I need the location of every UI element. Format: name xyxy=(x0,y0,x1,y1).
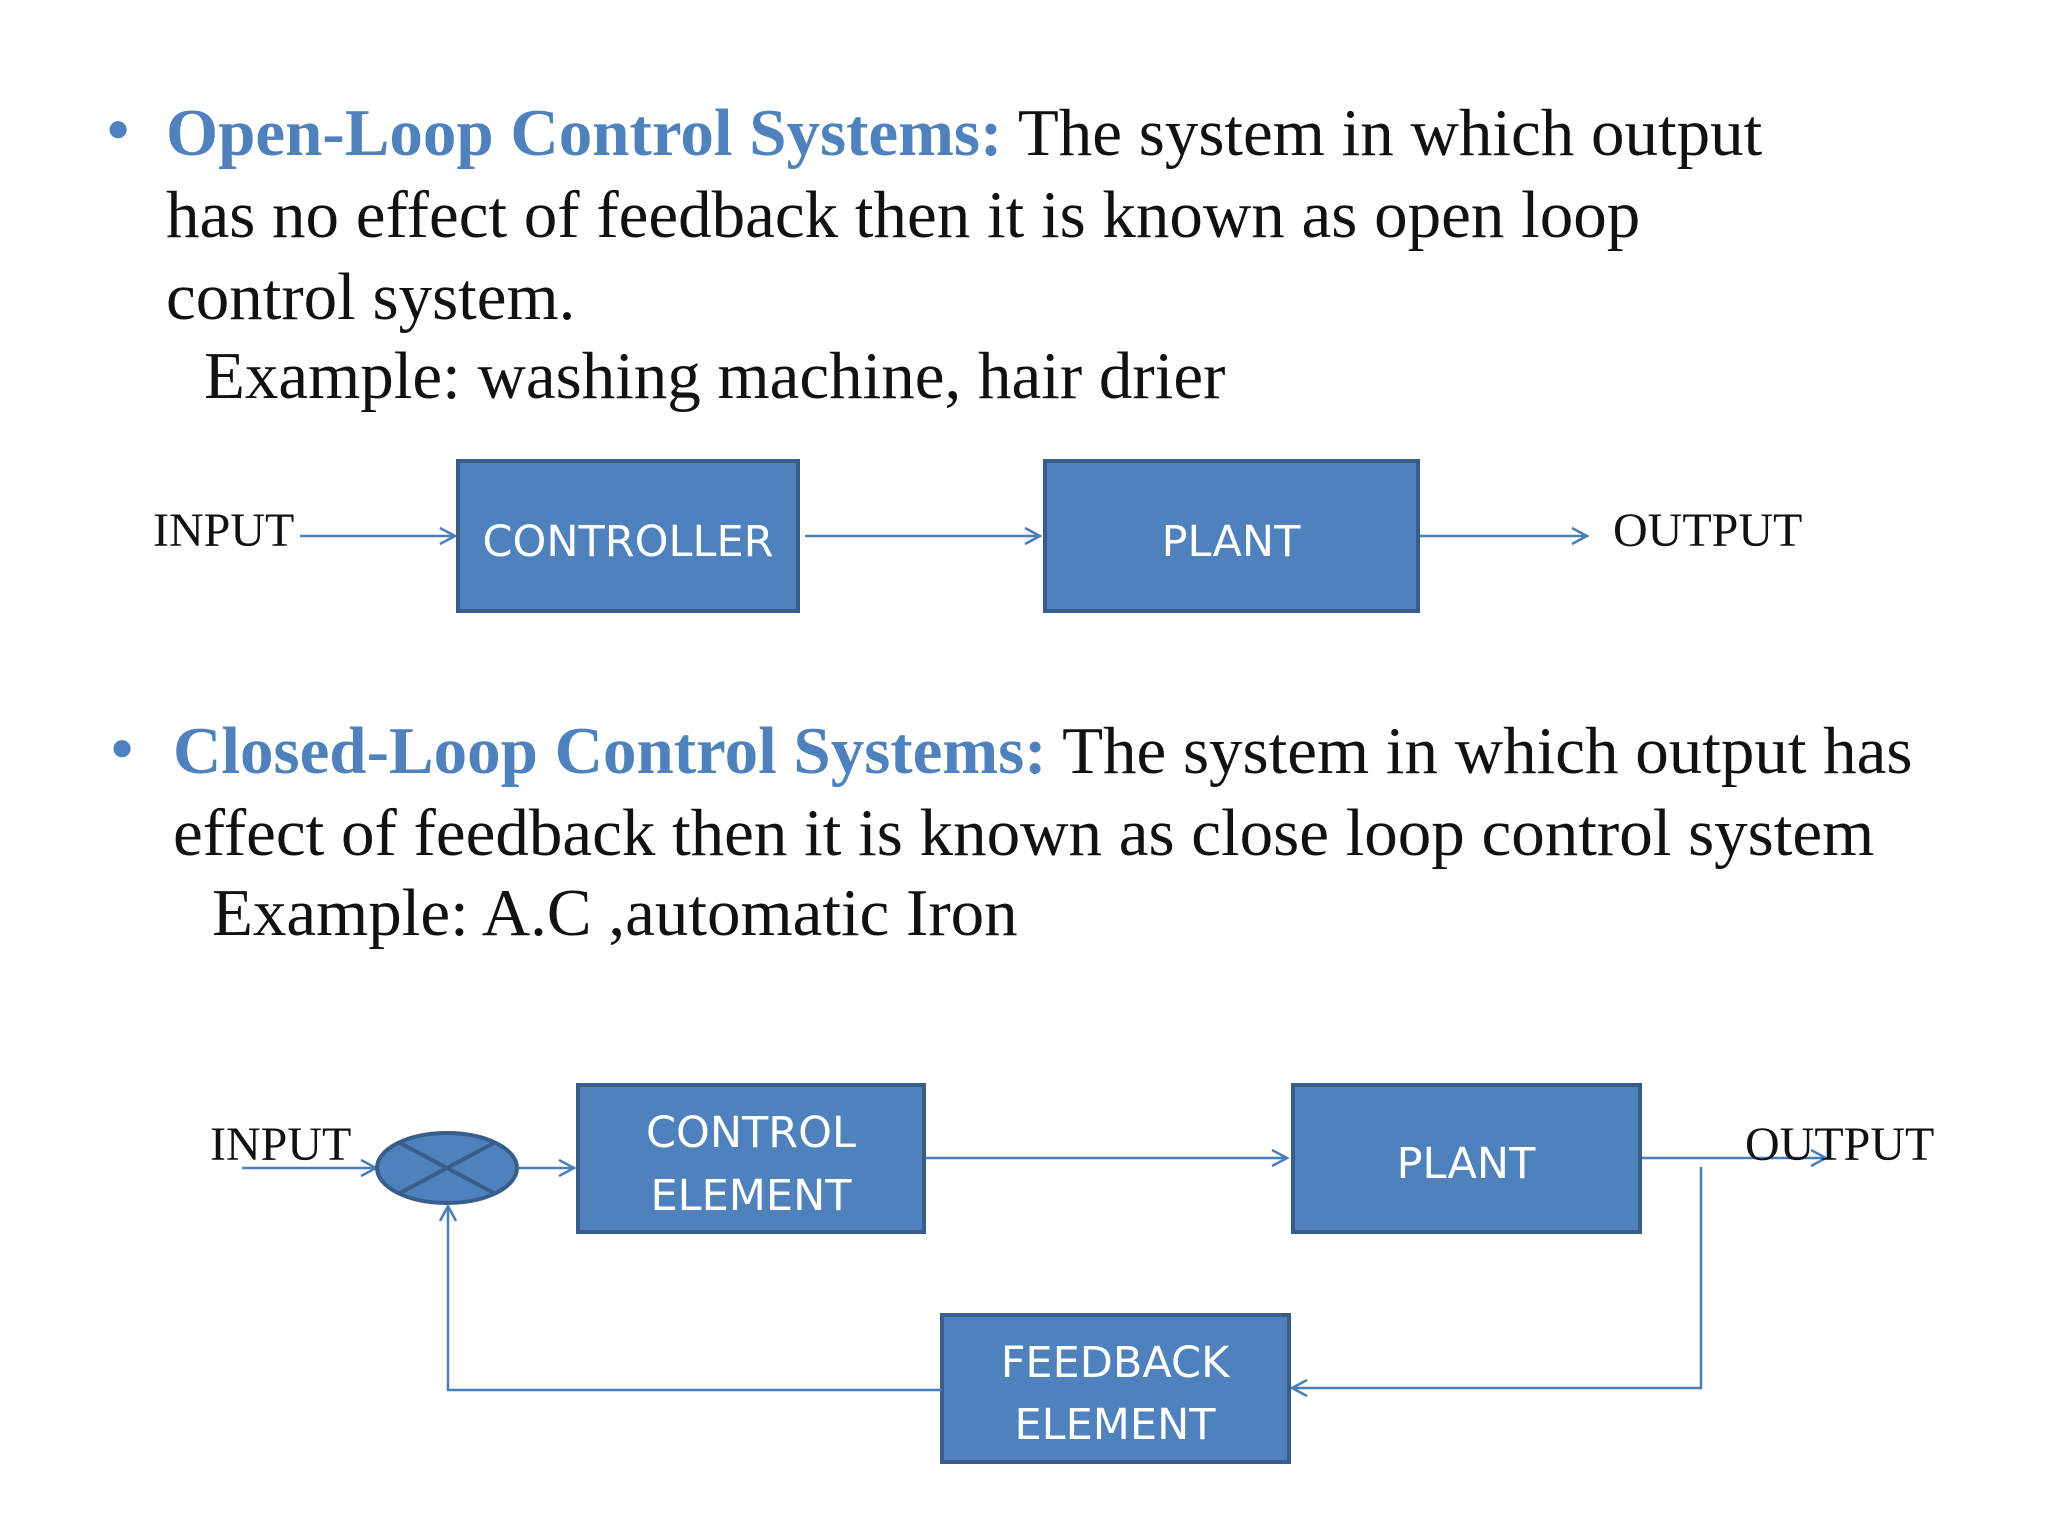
open-output-label: OUTPUT xyxy=(1613,504,1802,557)
feedback-to-junction-arrow xyxy=(438,1203,942,1392)
bullet-open-loop: ● xyxy=(106,106,131,150)
open-loop-line3: control system. xyxy=(166,260,576,334)
open-loop-example: Example: washing machine, hair drier xyxy=(204,339,1226,413)
closed-loop-term: Closed-Loop Control Systems: xyxy=(173,714,1047,788)
open-loop-term: Open-Loop Control Systems: xyxy=(166,96,1003,170)
output-to-feedback-arrow xyxy=(1289,1167,1703,1398)
closed-input-label: INPUT xyxy=(210,1118,351,1171)
feedback-element-line2: ELEMENT xyxy=(1015,1400,1217,1450)
controller-box: CONTROLLER xyxy=(456,459,800,613)
closed-loop-line1: The system in which output has xyxy=(1046,714,1913,788)
control-element-line1: CONTROL xyxy=(646,1108,856,1158)
closed-loop-paragraph: Closed-Loop Control Systems: The system … xyxy=(173,710,2033,874)
controller-label: CONTROLLER xyxy=(483,517,774,567)
control-element-box: CONTROL ELEMENT xyxy=(576,1083,926,1234)
closed-output-label: OUTPUT xyxy=(1745,1118,1934,1171)
summing-junction xyxy=(375,1131,519,1205)
closed-plant-box: PLANT xyxy=(1291,1083,1642,1234)
bullet-closed-loop: ● xyxy=(110,725,135,769)
closed-loop-line2: effect of feedback then it is known as c… xyxy=(173,796,1875,870)
open-plant-label: PLANT xyxy=(1162,517,1301,567)
closed-loop-diagram: INPUT CONTROL ELEMENT PLANT OUTPUT xyxy=(210,1083,1934,1464)
open-input-label: INPUT xyxy=(153,504,294,557)
open-loop-line1: The system in which output xyxy=(1002,96,1763,170)
closed-loop-example: Example: A.C ,automatic Iron xyxy=(212,876,1018,950)
open-loop-diagram: INPUT CONTROLLER PLANT OUTPUT xyxy=(153,459,1802,613)
open-loop-paragraph: Open-Loop Control Systems: The system in… xyxy=(166,92,2026,338)
feedback-element-box: FEEDBACK ELEMENT xyxy=(940,1313,1291,1464)
open-loop-line2: has no effect of feedback then it is kno… xyxy=(166,178,1641,252)
closed-plant-label: PLANT xyxy=(1397,1139,1536,1189)
feedback-element-line1: FEEDBACK xyxy=(1001,1338,1231,1388)
open-plant-box: PLANT xyxy=(1043,459,1420,613)
control-element-line2: ELEMENT xyxy=(651,1171,853,1221)
